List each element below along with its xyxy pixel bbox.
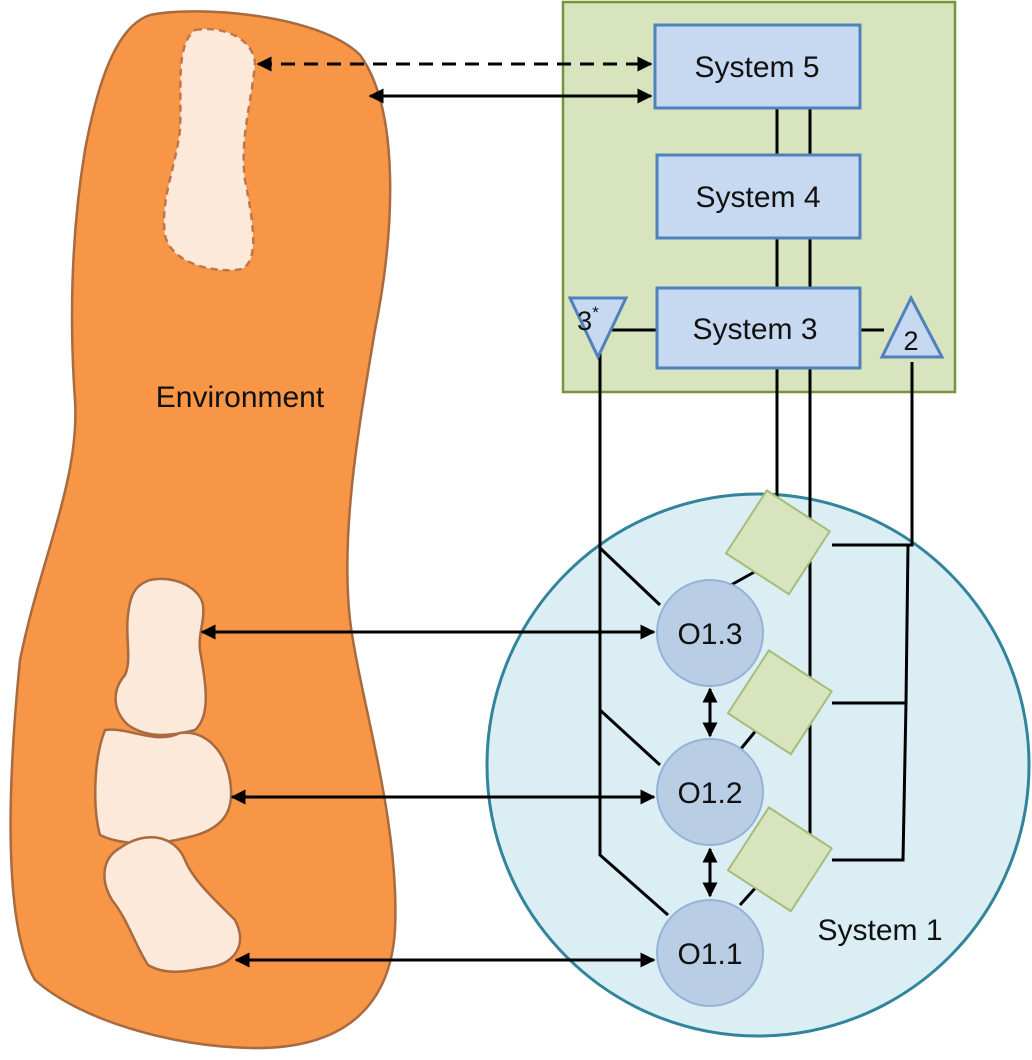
operation-o11-label: O1.1 [677, 938, 742, 971]
operation-circle [656, 738, 764, 846]
sub-environment-3 [114, 577, 207, 737]
system1-label: System 1 [817, 914, 942, 947]
operation-circle [656, 579, 764, 687]
system5-box [653, 23, 862, 110]
sub-environment-5 [162, 27, 257, 272]
channel-lines [598, 108, 914, 917]
sub-environment-1 [103, 836, 242, 973]
operation-o13-label: O1.3 [677, 618, 742, 651]
system2-label: 2 [903, 326, 918, 356]
operation-circle [656, 899, 764, 1007]
system3-label: System 3 [692, 313, 817, 346]
system2-triangle [879, 294, 945, 359]
environment-label: Environment [156, 381, 325, 414]
system3-box [655, 286, 862, 370]
management-unit-diamond [726, 649, 834, 756]
system3-audit-triangle [567, 296, 629, 361]
sub-environment-2 [94, 728, 233, 845]
system3-audit-label: 3 [577, 306, 592, 336]
operation-o12-label: O1.2 [677, 777, 742, 810]
system4-box [655, 153, 862, 240]
management-unit-diamond [726, 806, 834, 913]
management-unit-diamond [724, 489, 832, 596]
system3-audit-superscript: * [592, 303, 599, 322]
interaction-arrows [200, 56, 718, 968]
svg-text:3*: 3* [577, 303, 599, 336]
system4-label: System 4 [695, 181, 820, 214]
system5-label: System 5 [694, 51, 819, 84]
